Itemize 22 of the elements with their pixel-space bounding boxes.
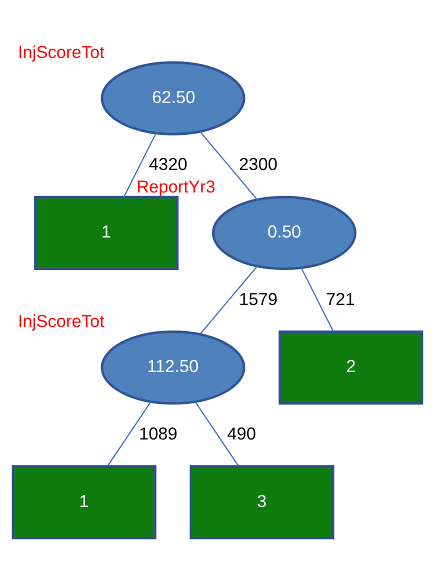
node-label: ReportYr3: [136, 176, 216, 196]
connector: [300, 267, 334, 332]
connector: [107, 400, 152, 466]
connector: [194, 400, 239, 466]
connector: [199, 130, 258, 200]
edge-label: 4320: [148, 154, 188, 174]
node-box: 1: [12, 464, 156, 539]
node-label: InjScoreTot: [18, 41, 104, 62]
node-label: InjScoreTot: [18, 310, 104, 331]
node-box: 1: [34, 195, 179, 270]
connector: [200, 265, 258, 334]
edge-label: 721: [326, 288, 355, 308]
edge-label: 1089: [138, 422, 178, 443]
edge-label: 490: [227, 422, 256, 443]
connector: [123, 132, 157, 196]
edge-label: 1579: [239, 288, 278, 308]
node-ellipse: 62.50: [100, 60, 246, 135]
node-box: 2: [278, 330, 424, 404]
edge-label: 2300: [239, 154, 278, 174]
node-box: 3: [190, 464, 334, 539]
node-ellipse: 112.50: [100, 330, 246, 404]
node-ellipse: 0.50: [212, 195, 356, 270]
